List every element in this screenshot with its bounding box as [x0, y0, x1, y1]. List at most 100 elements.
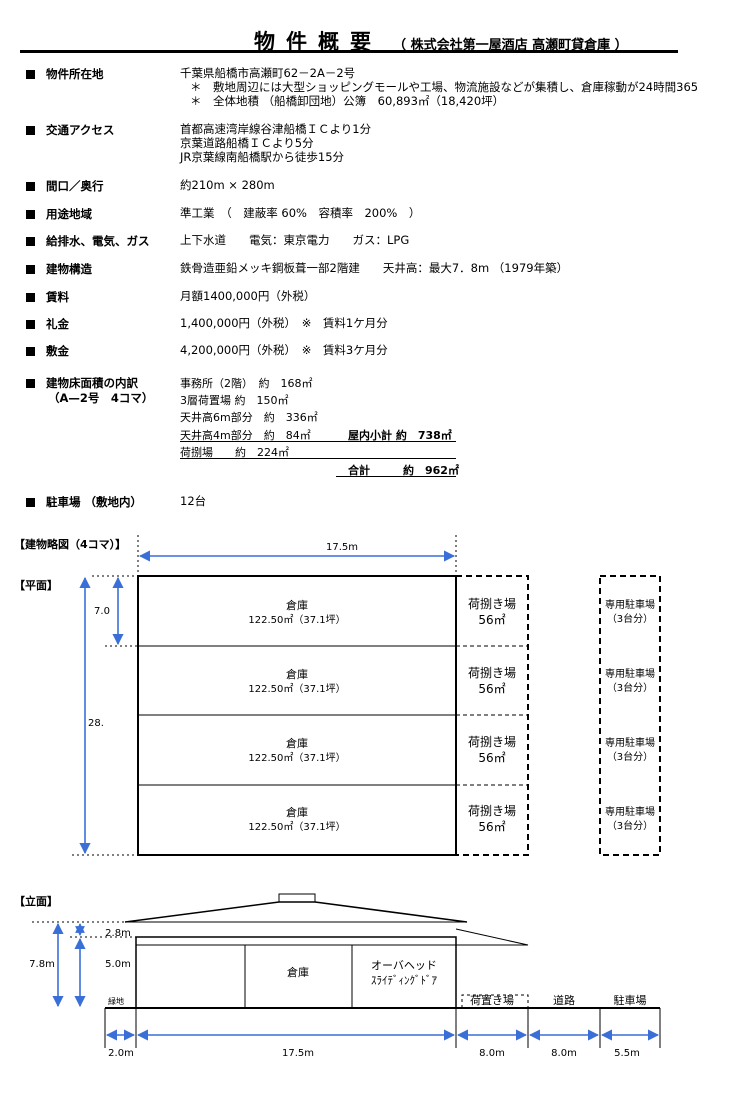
unit-3: 倉庫 122.50㎡（37.1坪） 荷捌き場 56㎡ 専用駐車場 （3台分）	[248, 734, 655, 765]
roof-vent	[278, 893, 316, 903]
parking-capacity-label: （3台分）	[607, 612, 653, 625]
row-label: 間口／奥行	[46, 179, 104, 193]
warehouse-label: 倉庫	[286, 805, 308, 819]
door-label-line1: オーバヘッド	[371, 959, 437, 972]
bullet-square-icon	[26, 347, 35, 356]
parking-capacity-label: （3台分）	[607, 750, 653, 763]
unit-depth-label: 7.0	[94, 606, 110, 617]
total-depth-label: 28.	[88, 718, 104, 729]
row-label: 敷金	[46, 344, 69, 358]
parking-area-outline	[599, 575, 661, 856]
green-area-label: 緑地	[108, 996, 124, 1006]
row-value: 月額1400,000円（外税）	[180, 289, 316, 303]
building-width-label: 17.5m	[282, 1048, 314, 1059]
breakdown-underline	[180, 458, 456, 459]
breakdown-line: 荷捌場 約 224㎡	[180, 446, 289, 459]
warehouse-area-label: 122.50㎡（37.1坪）	[248, 613, 345, 626]
parking-label: 専用駐車場	[605, 667, 655, 680]
note-land-area: ＊ 全体地積 （船橋卸団地）公簿 60,893㎡（18,420坪）	[190, 94, 505, 108]
row-label: 物件所在地	[46, 67, 104, 81]
breakdown-subtotal: 屋内小計 約 738㎡	[348, 429, 452, 442]
page-subtitle: （ 株式会社第一屋酒店 高瀬町貸倉庫 ）	[393, 38, 628, 53]
green-width-label: 2.0m	[108, 1048, 134, 1059]
bullet-square-icon	[26, 210, 35, 219]
bullet-square-icon	[26, 182, 35, 191]
loading-area-label: 56㎡	[478, 820, 505, 834]
diagram-section-title: 【建物略図（4コマ）】	[14, 538, 127, 551]
loading-area-label: 56㎡	[478, 682, 505, 696]
row-label: 建物構造	[46, 262, 92, 276]
row-label: 交通アクセス	[46, 123, 115, 137]
bullet-square-icon	[26, 70, 35, 79]
breakdown-underline	[180, 441, 456, 442]
parking-width-label: 5.5m	[614, 1048, 640, 1059]
lower-height-label: 5.0m	[105, 959, 131, 970]
bullet-square-icon	[26, 293, 35, 302]
loading-label: 荷捌き場	[468, 734, 516, 749]
loading-label: 荷捌き場	[468, 665, 516, 680]
row-value: 鉄骨造亜鉛メッキ鋼板葺一部2階建 天井高：最大7．8m （1979年築）	[180, 261, 569, 275]
breakdown-line: 天井高4m部分 約 84㎡	[180, 429, 311, 442]
parking-label: 専用駐車場	[605, 805, 655, 818]
canopy-outline	[455, 928, 529, 946]
breakdown-line: 事務所（2階） 約 168㎡	[180, 377, 313, 390]
floor-breakdown-sublabel: （A—2号 4コマ）	[48, 391, 154, 405]
parking-label: 専用駐車場	[605, 736, 655, 749]
loading-area-outline	[461, 994, 529, 1008]
total-height-label: 7.8m	[29, 959, 55, 970]
parking-capacity-label: （3台分）	[607, 819, 653, 832]
loading-label: 荷捌き場	[468, 596, 516, 611]
parking-label: 専用駐車場	[605, 598, 655, 611]
row-value: 12台	[180, 494, 207, 508]
row-value: 準工業 （ 建蔽率 60% 容積率 200% ）	[180, 206, 421, 220]
breakdown-total-label: 合計	[348, 464, 370, 477]
row-value: 約210m × 280m	[180, 178, 275, 192]
plan-title: 【平面】	[14, 579, 58, 592]
row-value: 1,400,000円（外税） ※ 賃料1ケ月分	[180, 316, 388, 330]
elevation-road-label: 道路	[553, 993, 575, 1007]
width-dimension-label: 17.5m	[326, 542, 358, 553]
loading-area-label: 56㎡	[478, 613, 505, 627]
unit-2: 倉庫 122.50㎡（37.1坪） 荷捌き場 56㎡ 専用駐車場 （3台分）	[248, 665, 655, 696]
upper-height-label: 2.8m	[105, 928, 131, 939]
bullet-square-icon	[26, 126, 35, 135]
elevation-title: 【立面】	[14, 895, 58, 908]
row-label: 用途地域	[46, 207, 92, 221]
row-value: 首都高速湾岸線谷津船橋ＩＣより1分 京葉道路船橋ＩＣより5分 JR京葉線南船橋駅…	[180, 122, 372, 164]
breakdown-total-value: 約 962㎡	[403, 464, 459, 477]
breakdown-line: 天井高6m部分 約 336㎡	[180, 411, 318, 424]
warehouse-label: 倉庫	[286, 736, 308, 750]
row-value: 上下水道 電気：東京電力 ガス：LPG	[180, 233, 410, 247]
loading-width-label: 8.0m	[479, 1048, 505, 1059]
row-label: 賃料	[46, 290, 69, 304]
bullet-square-icon	[26, 320, 35, 329]
title-rule	[20, 50, 678, 53]
bullet-square-icon	[26, 237, 35, 246]
warehouse-label: 倉庫	[286, 667, 308, 681]
row-label: 建物床面積の内訳	[46, 376, 138, 390]
row-label: 給排水、電気、ガス	[46, 234, 150, 248]
elevation-parking-label: 駐車場	[614, 993, 647, 1007]
unit-4: 倉庫 122.50㎡（37.1坪） 荷捌き場 56㎡ 専用駐車場 （3台分）	[248, 803, 655, 834]
parking-capacity-label: （3台分）	[607, 681, 653, 694]
note-surroundings: ＊ 敷地周辺には大型ショッピングモールや工場、物流施設などが集積し、倉庫稼動が2…	[190, 80, 699, 94]
warehouse-area-label: 122.50㎡（37.1坪）	[248, 820, 345, 833]
unit-1: 倉庫 122.50㎡（37.1坪） 荷捌き場 56㎡ 専用駐車場 （3台分）	[248, 596, 655, 627]
bullet-square-icon	[26, 498, 35, 507]
bullet-square-icon	[26, 265, 35, 274]
warehouse-area-label: 122.50㎡（37.1坪）	[248, 751, 345, 764]
breakdown-total-underline	[336, 476, 456, 477]
row-value: 4,200,000円（外税） ※ 賃料3ケ月分	[180, 343, 388, 357]
row-value: 千葉県船橋市高瀬町62－2A－2号	[180, 66, 356, 80]
breakdown-line: 3層荷置場 約 150㎡	[180, 394, 289, 407]
row-label: 礼金	[46, 317, 69, 331]
loading-area-label: 56㎡	[478, 751, 505, 765]
road-width-label: 8.0m	[551, 1048, 577, 1059]
warehouse-area-label: 122.50㎡（37.1坪）	[248, 682, 345, 695]
row-label: 駐車場 （敷地内）	[46, 495, 143, 509]
roof-outline	[124, 901, 468, 923]
loading-label: 荷捌き場	[468, 803, 516, 818]
elevation-diagram: 倉庫 オーバヘッド ｽﾗｲﾃﾞｨﾝｸﾞﾄﾞｱ 緑地 荷置き場 道路 駐車場 7.…	[29, 893, 661, 1059]
floor-plan-diagram: 17.5m 7.0 28. 倉庫 122.50㎡（37.1坪） 荷捌き場 56㎡…	[72, 535, 661, 856]
elevation-warehouse-label: 倉庫	[287, 965, 309, 979]
